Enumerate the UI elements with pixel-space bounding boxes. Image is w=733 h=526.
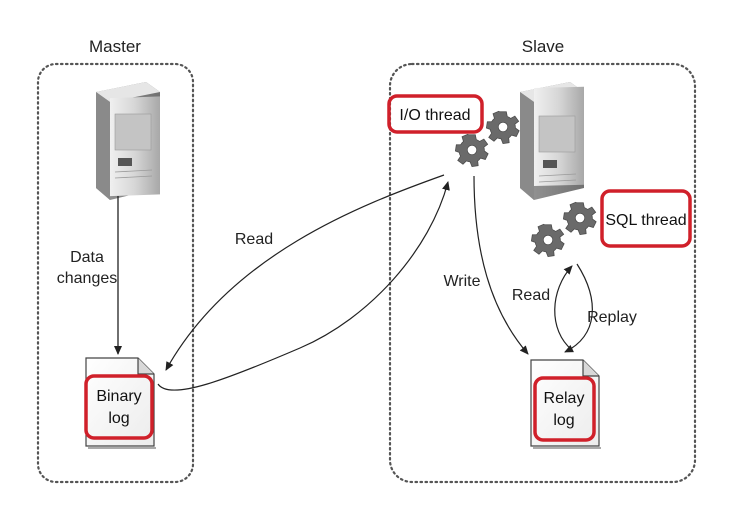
write-arrow (473, 175, 529, 355)
sql-thread-highlight (600, 189, 692, 248)
binary-log-label-line1: Binary (96, 388, 141, 405)
io-thread-label: I/O thread (399, 107, 470, 124)
relay-log-label-line2: log (553, 412, 574, 429)
replay-label: Replay (587, 309, 637, 326)
relay-log-label-line1: Relay (544, 390, 585, 407)
read-relay-arrow (554, 265, 573, 351)
relay-log-highlight (533, 376, 596, 442)
read-relay-label: Read (512, 287, 550, 304)
read-request-arrow (165, 174, 445, 371)
read-response-arrow (157, 181, 450, 391)
slave-title: Slave (522, 37, 565, 56)
master-container (36, 62, 195, 484)
io-thread-highlight (387, 94, 484, 134)
read-binlog-label: Read (235, 231, 273, 248)
binary-log-highlight (84, 374, 154, 440)
data-changes-label-line1: Data (70, 249, 104, 266)
relay-log-document (530, 359, 601, 449)
master-title: Master (89, 37, 141, 56)
write-label: Write (443, 273, 480, 290)
binary-log-label-line2: log (108, 410, 129, 427)
master-server-icon (96, 82, 160, 200)
replay-arrow (564, 263, 593, 353)
data-changes-label-line2: changes (57, 270, 118, 287)
sql-thread-label: SQL thread (605, 212, 686, 229)
slave-server-icon (520, 82, 584, 200)
binary-log-document (85, 357, 156, 449)
sql-thread-gears-icon (530, 201, 597, 258)
slave-container (388, 62, 697, 484)
